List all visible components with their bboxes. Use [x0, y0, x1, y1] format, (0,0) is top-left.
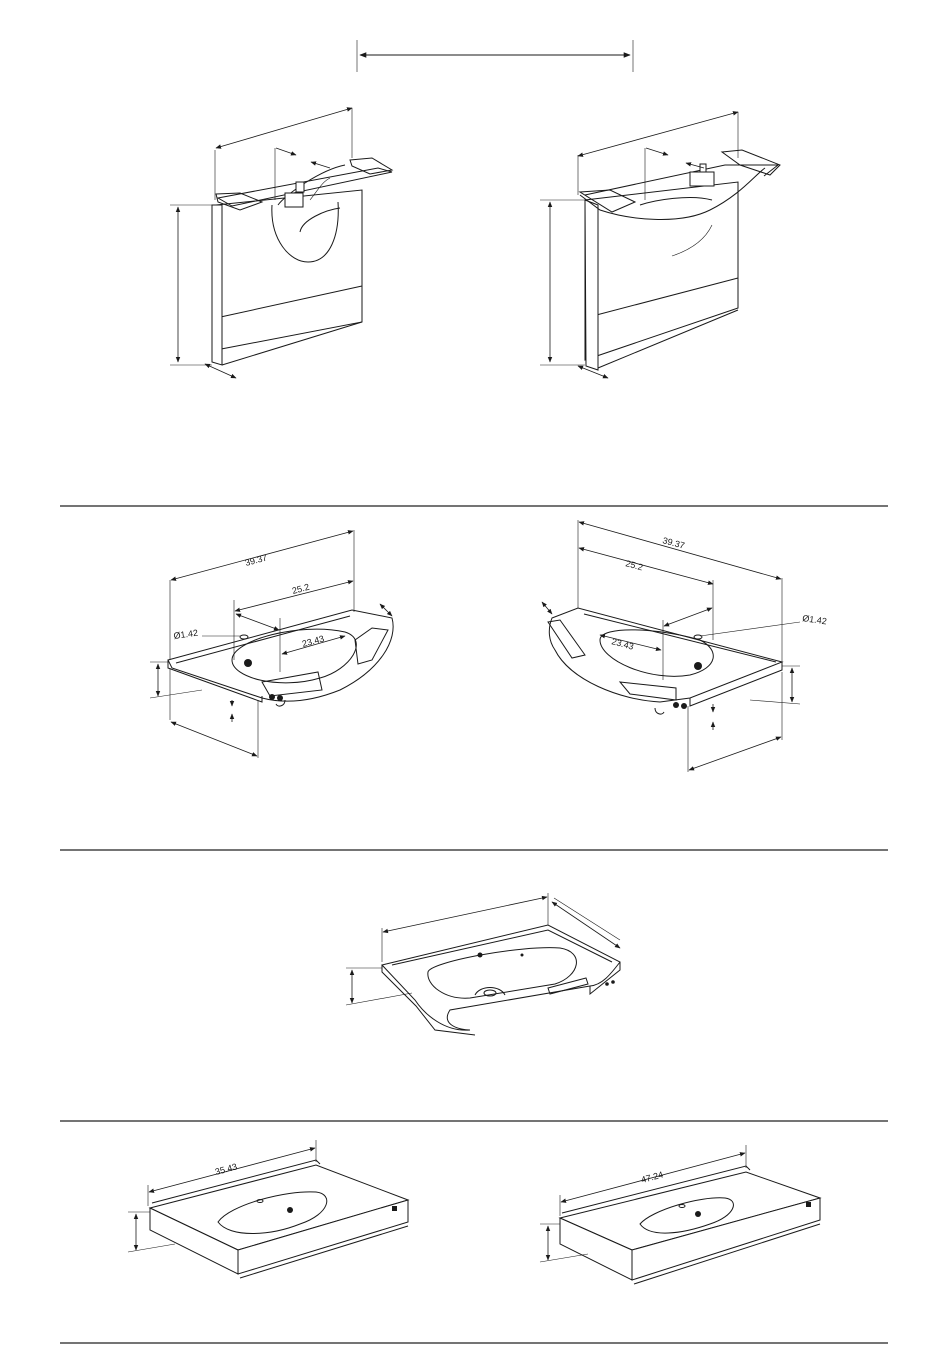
sink-left-width-label: 39.37	[244, 552, 268, 567]
sink-right-hole-diameter-label: Ø1.42	[802, 613, 828, 626]
wall-unit-left	[170, 108, 392, 378]
vanity-left: 35.43	[128, 1140, 408, 1278]
vanity-left-width-label: 35.43	[214, 1161, 238, 1176]
sink-left-holes-label: 25.2	[291, 582, 311, 596]
vanity-right-width-label: 47.24	[640, 1169, 664, 1184]
sink-center	[346, 893, 620, 1035]
vanity-right: 47.24	[540, 1145, 820, 1284]
sink-right-holes-label: 25.2	[624, 558, 644, 572]
sink-left: 39.37 25.2 23.43 Ø1.42	[150, 530, 393, 758]
wall-unit-right	[540, 112, 780, 378]
sink-left-hole-diameter-label: Ø1.42	[173, 628, 199, 641]
sink-right: 39.37 25.2 23.43 Ø1.42	[542, 520, 827, 772]
top-width-arrow	[357, 40, 633, 72]
